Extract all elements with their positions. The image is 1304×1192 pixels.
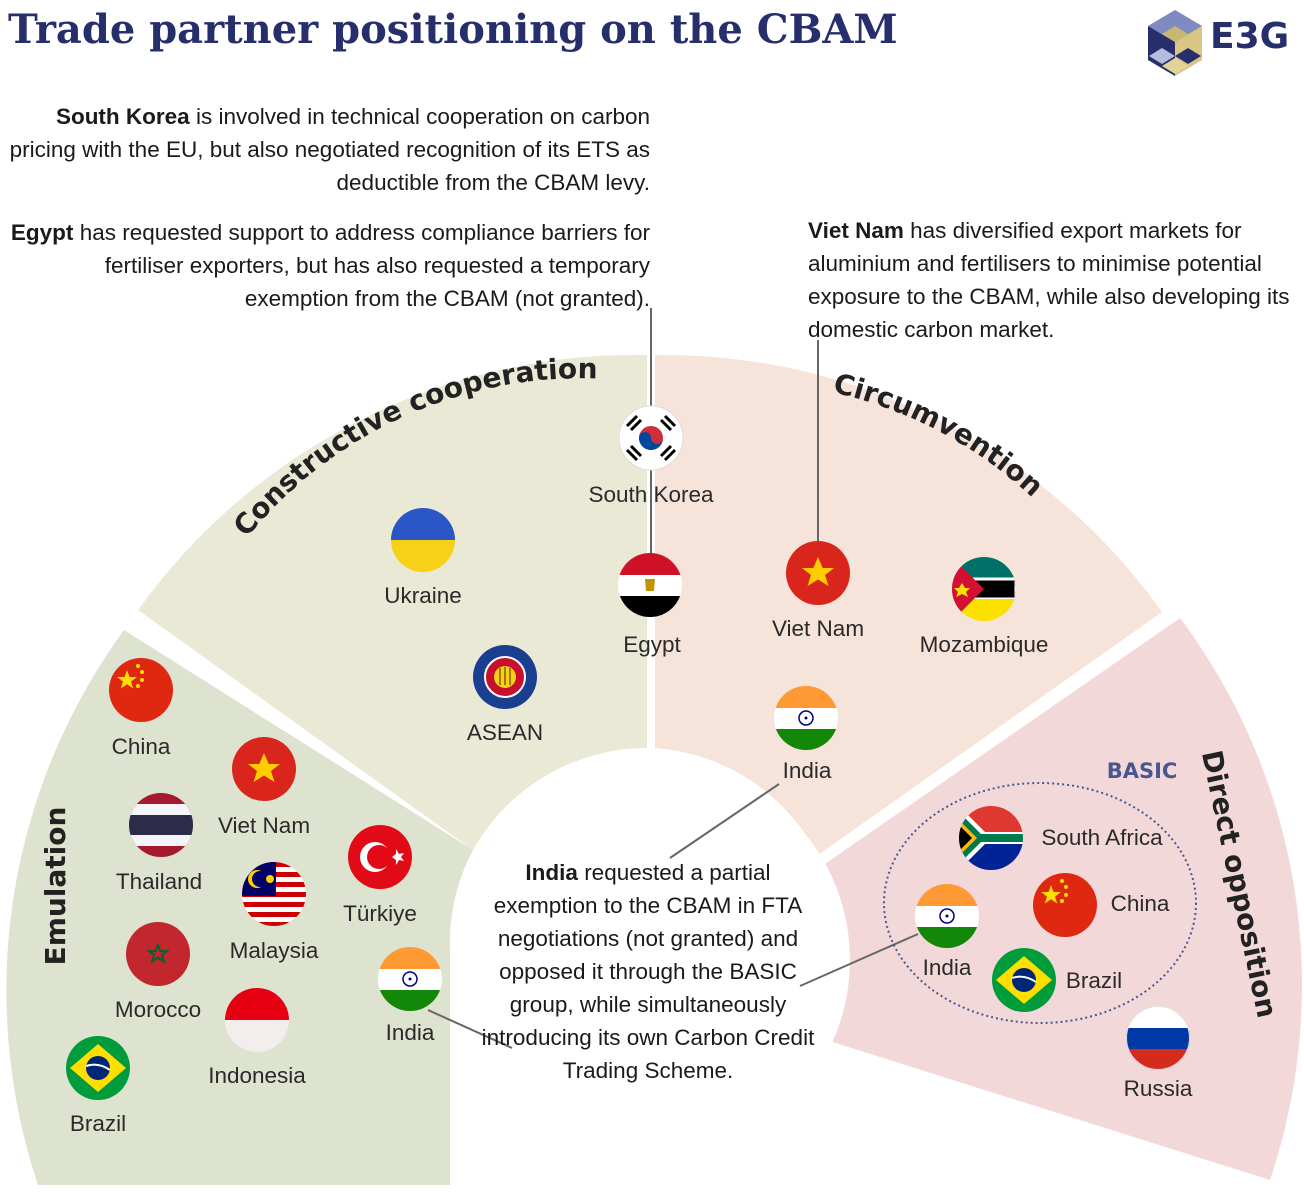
- mozambique-flag-icon: [952, 557, 1016, 621]
- country-label-brazil-emulation: Brazil: [70, 1111, 126, 1136]
- leader-line-india-circumvention: [669, 783, 780, 859]
- leader-line-india-emulation: [427, 1009, 513, 1049]
- country-label-india-circumvention: India: [783, 758, 832, 783]
- indonesia-flag-icon: [225, 988, 289, 1052]
- country-label-south-korea: South Korea: [588, 482, 714, 507]
- country-label-thailand: Thailand: [116, 869, 202, 894]
- note-country-name: Viet Nam: [808, 218, 904, 243]
- logo-text: E3G: [1210, 16, 1290, 57]
- segment-emulation: [6, 630, 473, 1185]
- country-label-india-opposition: India: [923, 955, 972, 980]
- note-text: requested a partial exemption to the CBA…: [481, 860, 815, 1083]
- note-country-name: India: [525, 860, 578, 885]
- country-label-china-opposition: China: [1111, 891, 1170, 916]
- country-label-mozambique: Mozambique: [920, 632, 1049, 657]
- country-label-indonesia: Indonesia: [208, 1063, 306, 1088]
- e3g-logo: E3G: [1144, 8, 1294, 78]
- page-title: Trade partner positioning on the CBAM: [8, 6, 898, 53]
- asean-flag-icon: [473, 645, 537, 709]
- segment-constructive-cooperation: [138, 354, 647, 850]
- note-text: has diversified export markets for alumi…: [808, 218, 1290, 342]
- country-label-egypt: Egypt: [623, 632, 681, 657]
- south-korea-note: South Korea is involved in technical coo…: [4, 100, 650, 199]
- china-flag-icon: [109, 658, 173, 722]
- india-flag-icon: [378, 947, 442, 1011]
- note-country-name: Egypt: [10, 220, 74, 245]
- center-hub: [450, 760, 850, 1160]
- country-label-asean: ASEAN: [467, 720, 543, 745]
- viet-nam-note: Viet Nam has diversified export markets …: [808, 214, 1302, 346]
- segment-label-emulation: Emulation: [39, 807, 72, 966]
- india-flag-icon: [774, 686, 838, 750]
- note-text: is involved in technical cooperation on …: [9, 104, 650, 195]
- country-label-brazil-opposition: Brazil: [1066, 968, 1122, 993]
- viet-nam-flag-icon: [232, 737, 296, 801]
- brazil-flag-icon: [992, 948, 1056, 1012]
- note-country-name: South Korea: [55, 104, 190, 129]
- country-label-viet-nam-circumvention: Viet Nam: [772, 616, 864, 641]
- country-label-china-emulation: China: [112, 734, 171, 759]
- morocco-flag-icon: [126, 922, 190, 986]
- leader-line-india-opposition: [799, 933, 919, 987]
- egypt-flag-icon: [618, 553, 682, 617]
- country-label-malaysia: Malaysia: [230, 938, 319, 963]
- russia-flag-icon: [1126, 1006, 1190, 1070]
- basic-group-label: BASIC: [1107, 759, 1178, 783]
- logo-mark-icon: [1148, 10, 1202, 76]
- south-korea-flag-icon: [618, 405, 684, 471]
- malaysia-flag-icon: [242, 862, 306, 926]
- country-label-turkiye: Türkiye: [343, 901, 417, 926]
- egypt-note: Egypt has requested support to address c…: [4, 216, 650, 315]
- china-flag-icon: [1033, 873, 1097, 937]
- country-label-india-emulation: India: [386, 1020, 435, 1045]
- country-label-morocco: Morocco: [115, 997, 201, 1022]
- brazil-flag-icon: [66, 1036, 130, 1100]
- india-note: India requested a partial exemption to t…: [478, 856, 818, 1087]
- note-text: has requested support to address complia…: [73, 220, 650, 311]
- country-label-russia: Russia: [1124, 1076, 1193, 1101]
- basic-group-outline: [883, 782, 1197, 1024]
- country-label-ukraine: Ukraine: [384, 583, 462, 608]
- viet-nam-flag-icon: [786, 541, 850, 605]
- south-africa-flag-icon: [959, 806, 1023, 870]
- ukraine-flag-icon: [391, 508, 455, 572]
- thailand-flag-icon: [129, 793, 193, 857]
- india-flag-icon: [915, 884, 979, 948]
- country-label-viet-nam-emulation: Viet Nam: [218, 813, 310, 838]
- turkiye-flag-icon: [348, 825, 412, 889]
- country-label-south-africa: South Africa: [1041, 825, 1163, 850]
